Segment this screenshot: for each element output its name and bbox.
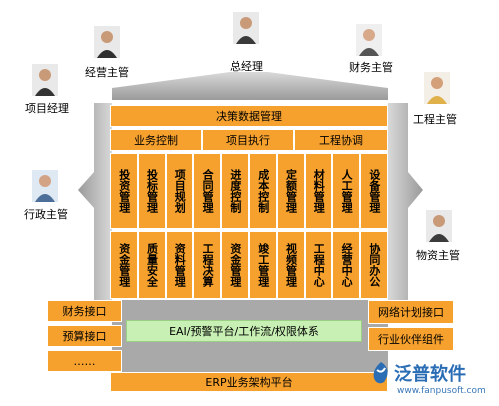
module-1-7: 定额管理 [276, 153, 305, 229]
platform-label: EAI/预警平台/工作流/权限体系 [169, 325, 319, 338]
logo-url: www.fanpusoft.com [397, 386, 486, 396]
module-2-9: 经营中心 [332, 231, 361, 299]
role-engineering-manager: 工程主管 [413, 113, 457, 126]
role-materials-manager: 物资主管 [416, 249, 460, 262]
module-1-6: 成本控制 [249, 153, 277, 229]
person-operations-icon [94, 26, 120, 58]
top-arrow [112, 72, 388, 100]
finance-interface-box: 财务接口 [47, 300, 122, 322]
module-1-5: 进度控制 [221, 153, 249, 229]
module-2-2: 质量安全 [137, 231, 166, 299]
module-1-9: 人工管理 [332, 153, 361, 229]
module-1-4: 合同管理 [193, 153, 222, 229]
business-control-box: 业务控制 [110, 129, 202, 151]
module-2-5: 资金管理 [221, 231, 249, 299]
role-admin-manager: 行政主管 [24, 208, 68, 221]
person-finance-icon [356, 24, 382, 56]
module-2-4: 工程决算 [193, 231, 222, 299]
person-admin-icon [32, 170, 58, 202]
module-2-1: 资金管理 [110, 231, 138, 299]
module-2-3: 资料管理 [165, 231, 194, 299]
decision-data-box: 决策数据管理 [110, 105, 388, 127]
module-1-1: 投资管理 [110, 153, 138, 229]
engineering-coordination-box: 工程协调 [294, 129, 388, 151]
industry-partner-box: 行业伙伴组件 [368, 327, 454, 351]
fanpu-logo-icon [373, 362, 388, 384]
network-plan-interface-box: 网络计划接口 [368, 300, 454, 324]
module-1-8: 材料管理 [304, 153, 333, 229]
person-project-icon [32, 64, 58, 96]
more-interface-box: …… [47, 350, 122, 372]
module-2-10: 协同办公 [360, 231, 388, 299]
role-operations-manager: 经营主管 [85, 66, 129, 79]
platform-bar: EAI/预警平台/工作流/权限体系 [126, 320, 362, 342]
role-general-manager: 总经理 [230, 60, 263, 73]
module-1-3: 项目规划 [165, 153, 194, 229]
budget-interface-box: 预算接口 [47, 325, 122, 347]
module-2-8: 工程中心 [304, 231, 333, 299]
module-1-2: 投标管理 [137, 153, 166, 229]
project-execution-box: 项目执行 [202, 129, 294, 151]
erp-platform-box: ERP业务架构平台 [110, 372, 388, 392]
person-top-icon [233, 12, 259, 44]
module-2-6: 竣工管理 [249, 231, 277, 299]
module-2-7: 视频管理 [276, 231, 305, 299]
role-project-manager: 项目经理 [25, 102, 69, 115]
left-arrow [78, 103, 112, 300]
logo-name: 泛普软件 [394, 364, 466, 385]
person-engineering-icon [424, 72, 450, 104]
module-1-10: 设备管理 [360, 153, 388, 229]
right-arrow [388, 103, 423, 300]
role-finance-manager: 财务主管 [349, 61, 393, 74]
person-materials-icon [426, 210, 452, 242]
